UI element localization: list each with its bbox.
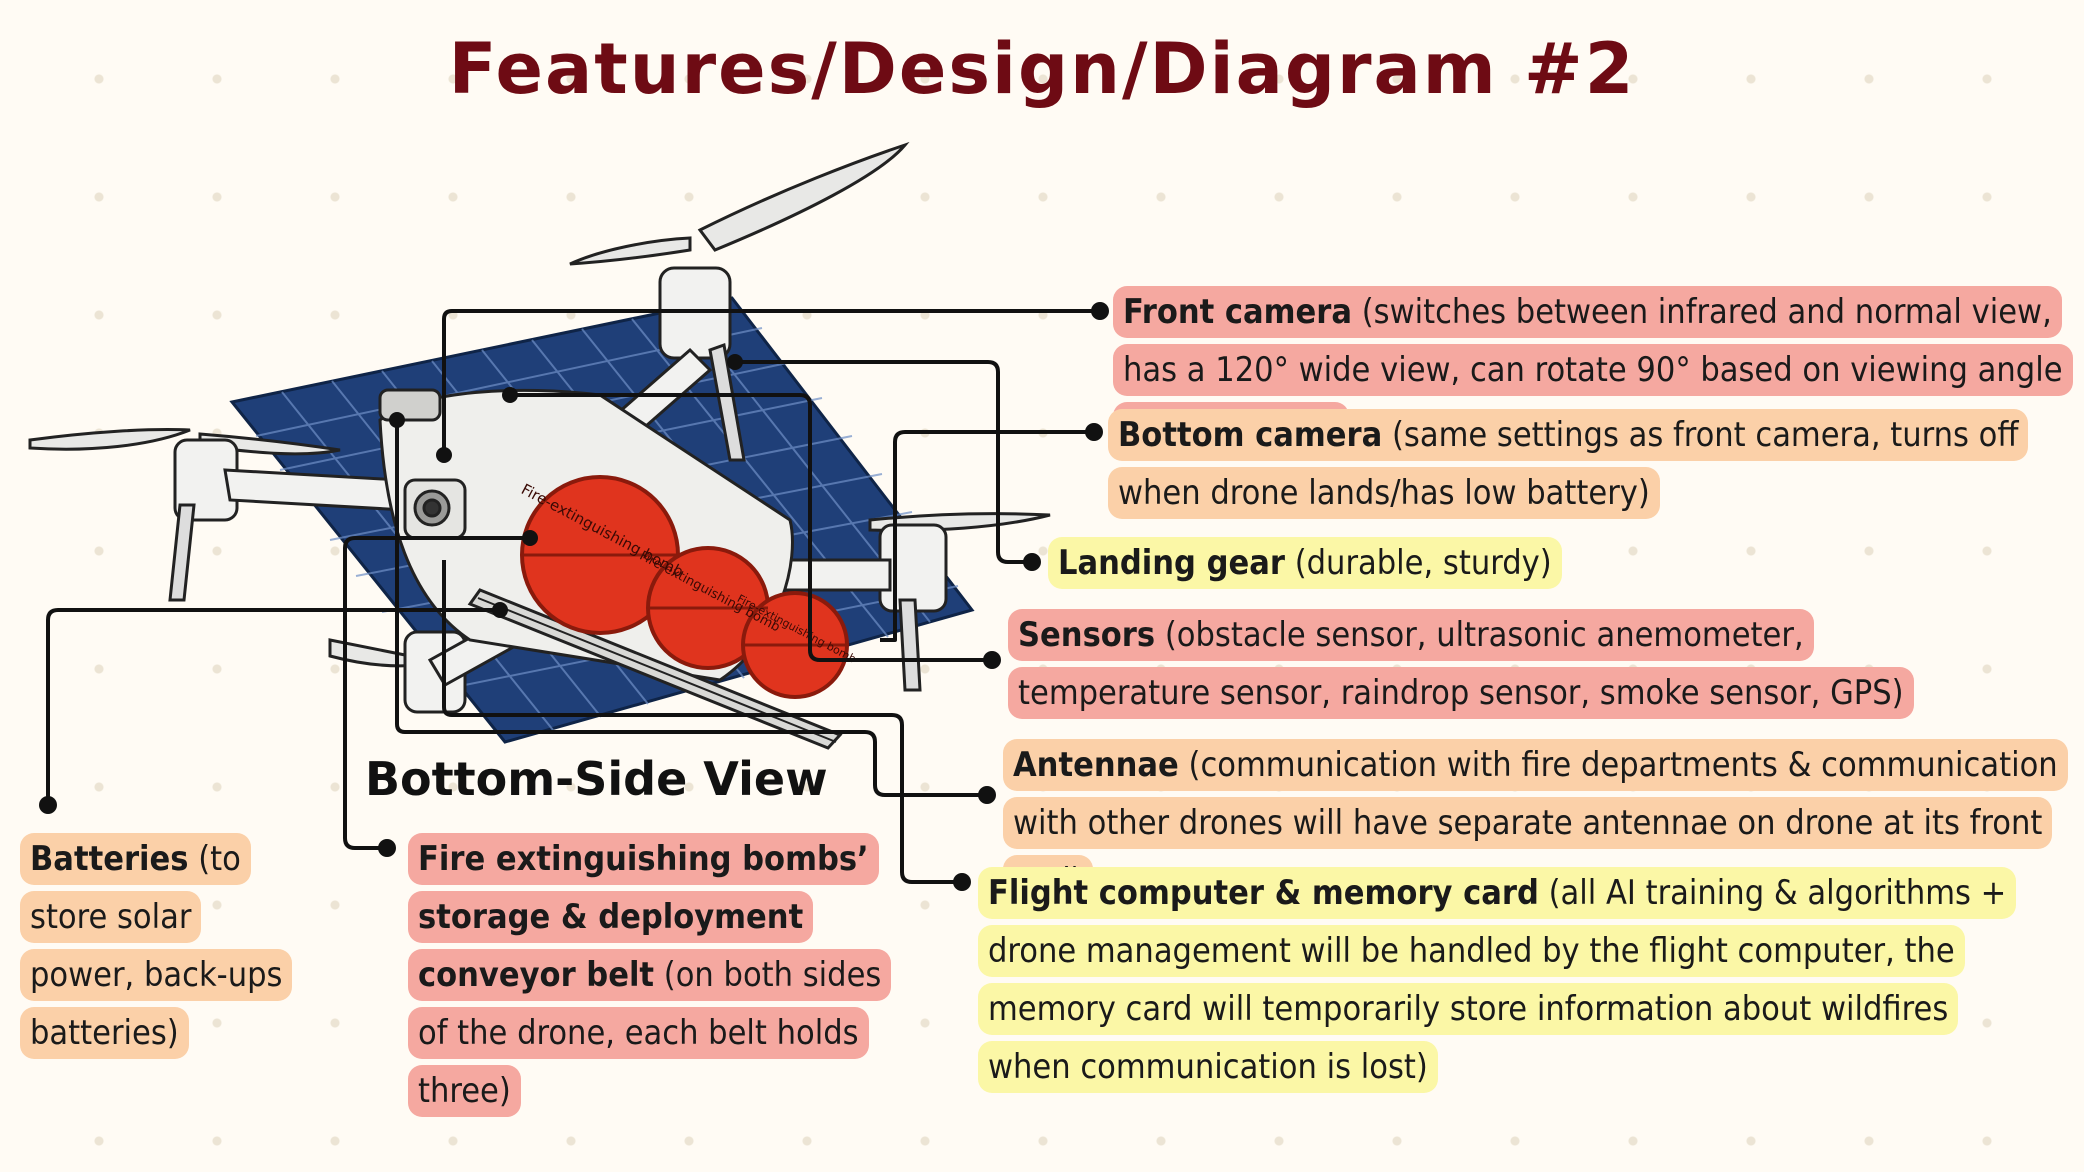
landing-gear-desc: (durable, sturdy) <box>1284 543 1552 583</box>
flight-computer-desc: (all AI training & algorithms + drone ma… <box>988 873 2007 1087</box>
leader-landing-gear <box>735 360 1030 564</box>
leader-bottom-camera <box>880 430 1092 642</box>
flight-computer-name: Flight computer & memory card <box>988 873 1539 913</box>
label-batteries: Batteries (to store solar power, back-up… <box>20 830 300 1062</box>
leader-lines <box>46 309 1098 884</box>
view-label: Bottom-Side View <box>365 752 828 806</box>
leader-bombs-storage <box>343 536 530 850</box>
leader-batteries <box>46 608 500 805</box>
page-title: Features/Design/Diagram #2 <box>448 28 1636 110</box>
leader-flight-computer <box>442 560 960 884</box>
antennae-desc: (communication with fire departments & c… <box>1013 745 2058 901</box>
leader-sensors <box>510 393 990 662</box>
label-flight-computer: Flight computer & memory card (all AI tr… <box>978 864 2017 1096</box>
sensors-name: Sensors <box>1018 615 1156 655</box>
batteries-desc: (to store solar power, back-ups batterie… <box>30 839 283 1053</box>
bombs-storage-desc: (on both sides of the drone, each belt h… <box>418 955 882 1111</box>
bottom-camera-desc: (same settings as front camera, turns of… <box>1118 415 2019 513</box>
label-landing-gear: Landing gear (durable, sturdy) <box>1048 534 1648 592</box>
batteries-name: Batteries <box>30 839 189 879</box>
front-camera-name: Front camera <box>1123 292 1353 332</box>
label-bottom-camera: Bottom camera (same settings as front ca… <box>1108 406 2068 522</box>
bottom-camera-name: Bottom camera <box>1118 415 1383 455</box>
label-sensors: Sensors (obstacle sensor, ultrasonic ane… <box>1008 606 1998 722</box>
sensors-desc: (obstacle sensor, ultrasonic anemometer,… <box>1018 615 1904 713</box>
label-bombs-storage: Fire extinguishing bombs’ storage & depl… <box>408 830 892 1120</box>
leader-antennae <box>395 420 985 797</box>
antennae-name: Antennae <box>1013 745 1179 785</box>
bombs-storage-name: Fire extinguishing bombs’ storage & depl… <box>418 839 869 995</box>
landing-gear-name: Landing gear <box>1058 543 1285 583</box>
leader-dots <box>39 302 1109 891</box>
leader-front-camera <box>442 309 1098 455</box>
